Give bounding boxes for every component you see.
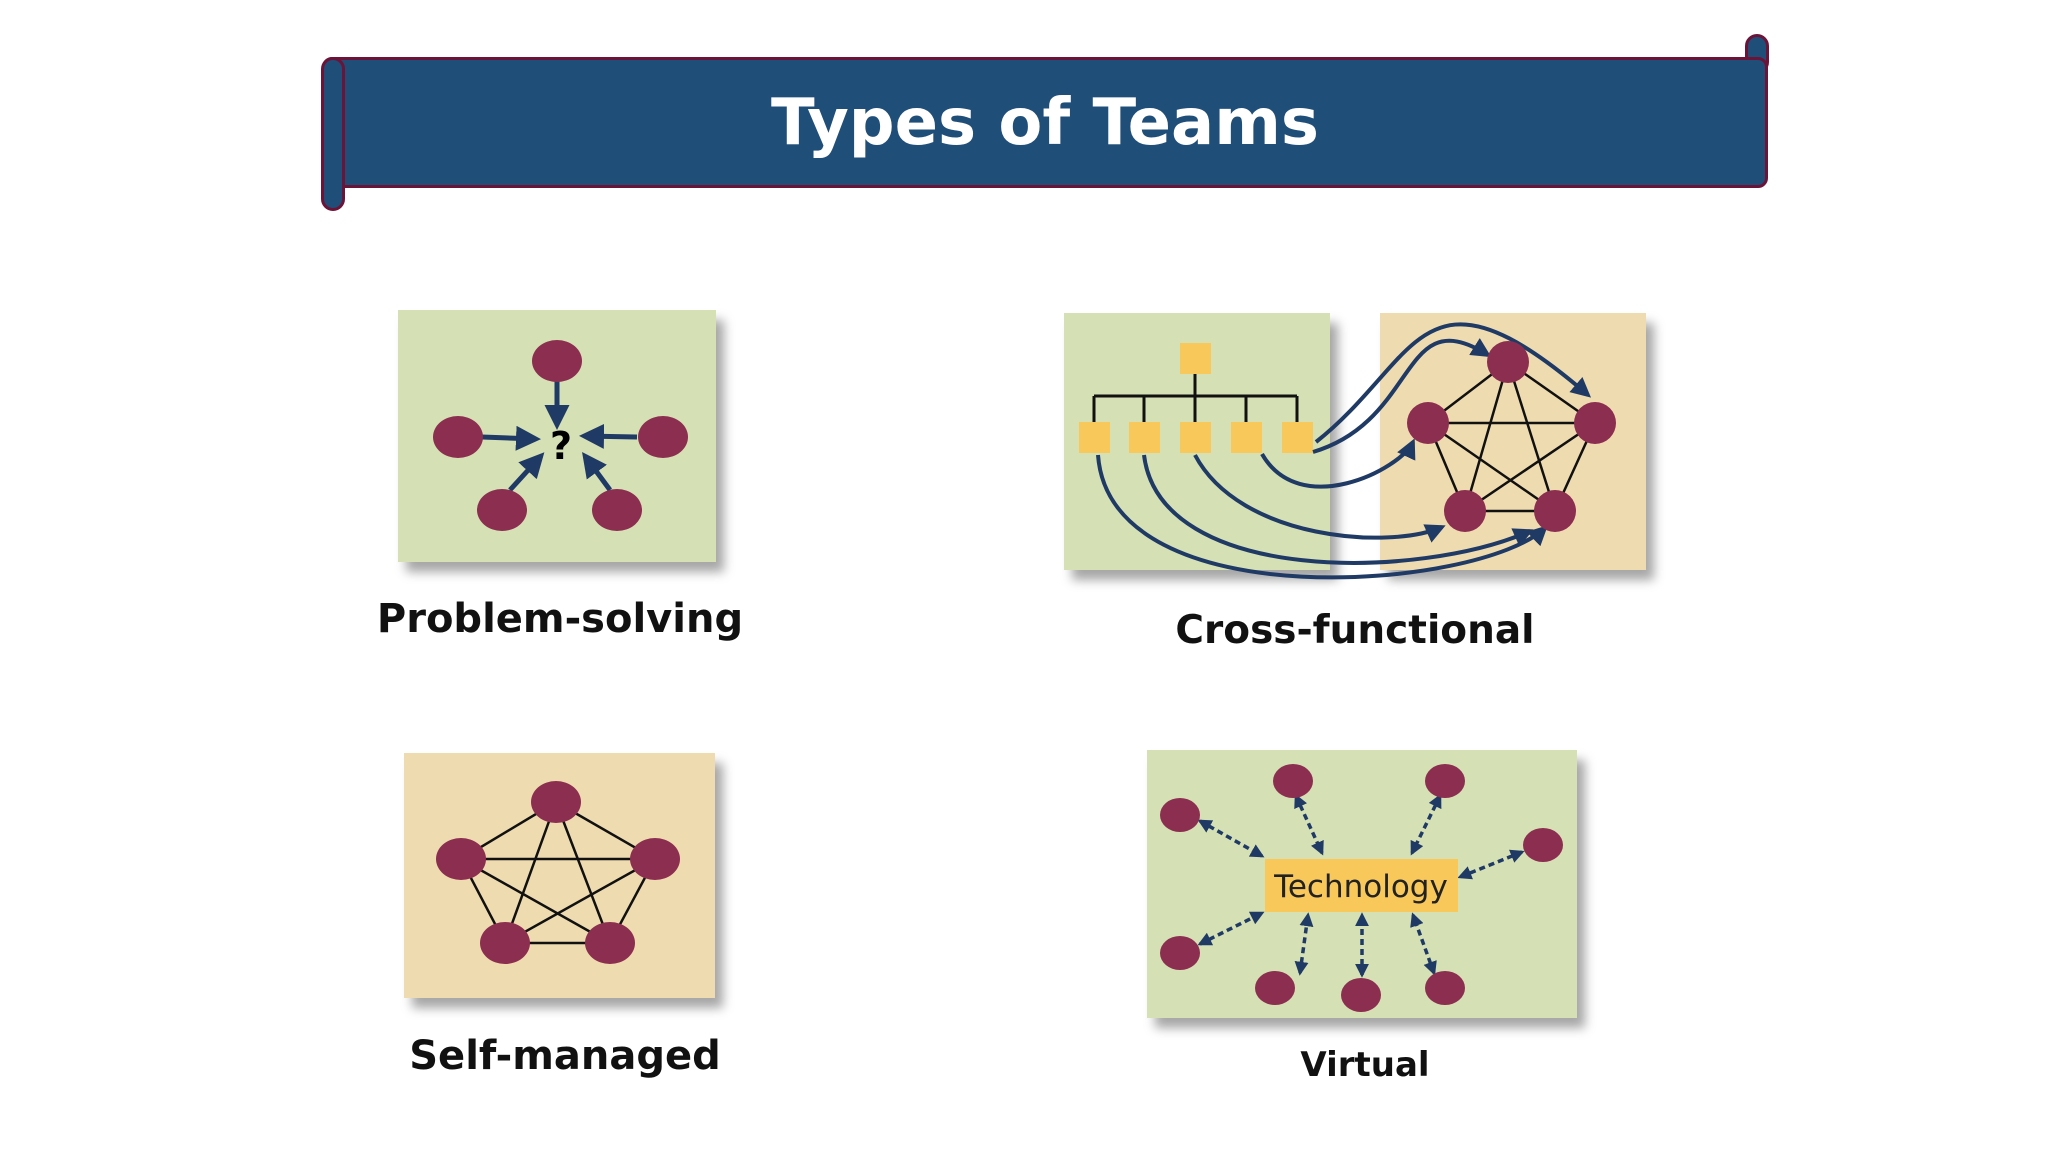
problem-solving-label: Problem-solving: [376, 596, 744, 642]
self-managed-diagram: [436, 781, 680, 964]
technology-box: [1265, 859, 1458, 912]
department-square: [1231, 422, 1262, 453]
member-node: [1425, 971, 1465, 1005]
arrow-bottom-left: [508, 452, 545, 492]
member-node: [436, 838, 486, 880]
virtual-diagram: Technology: [1160, 764, 1563, 1012]
department-square: [1180, 422, 1211, 453]
cross-functional-team-links: [1426, 360, 1597, 513]
virtual-label: Virtual: [1300, 1045, 1430, 1085]
department-square: [1129, 422, 1160, 453]
member-node: [1574, 402, 1616, 444]
member-node: [1341, 978, 1381, 1012]
self-managed-team-links: [459, 800, 657, 945]
virtual-links: [1197, 793, 1525, 978]
member-node: [592, 489, 642, 531]
arrow-right: [579, 423, 638, 449]
arrow: [1193, 454, 1446, 543]
cross-functional-diagram: [1079, 322, 1616, 580]
arrow: [1096, 454, 1548, 580]
arrow: [1312, 338, 1492, 454]
arrow: [1142, 454, 1534, 565]
member-node: [1160, 798, 1200, 832]
member-node: [1273, 764, 1313, 798]
org-chart-lines: [1092, 372, 1299, 422]
member-node: [1255, 971, 1295, 1005]
member-node: [480, 922, 530, 964]
member-node: [585, 922, 635, 964]
member-node: [433, 416, 483, 458]
manager-square: [1180, 343, 1211, 374]
member-node: [1487, 341, 1529, 383]
member-node: [531, 781, 581, 823]
department-square: [1282, 422, 1313, 453]
question-mark-symbol: ?: [550, 424, 572, 468]
cross-functional-label: Cross-functional: [1175, 608, 1535, 653]
slide-title: Types of Teams: [771, 85, 1319, 160]
banner-scroll-curl-left: [321, 57, 345, 211]
member-node: [1160, 936, 1200, 970]
technology-label: Technology: [1273, 869, 1448, 905]
member-node: [1523, 828, 1563, 862]
self-managed-label: Self-managed: [409, 1033, 721, 1079]
arrow-bottom-right: [582, 451, 613, 492]
member-node: [638, 416, 688, 458]
member-node: [1444, 490, 1486, 532]
member-node: [630, 838, 680, 880]
department-square: [1079, 422, 1110, 453]
arrow: [1260, 438, 1416, 489]
member-node: [532, 340, 582, 382]
arrow-left: [481, 425, 541, 451]
cross-functional-arrows: [1096, 322, 1592, 580]
member-node: [1534, 490, 1576, 532]
problem-solving-diagram: ?: [433, 340, 688, 531]
arrow: [1314, 322, 1592, 444]
member-node: [1425, 764, 1465, 798]
title-banner: [322, 57, 1768, 188]
member-node: [1407, 402, 1449, 444]
member-node: [477, 489, 527, 531]
